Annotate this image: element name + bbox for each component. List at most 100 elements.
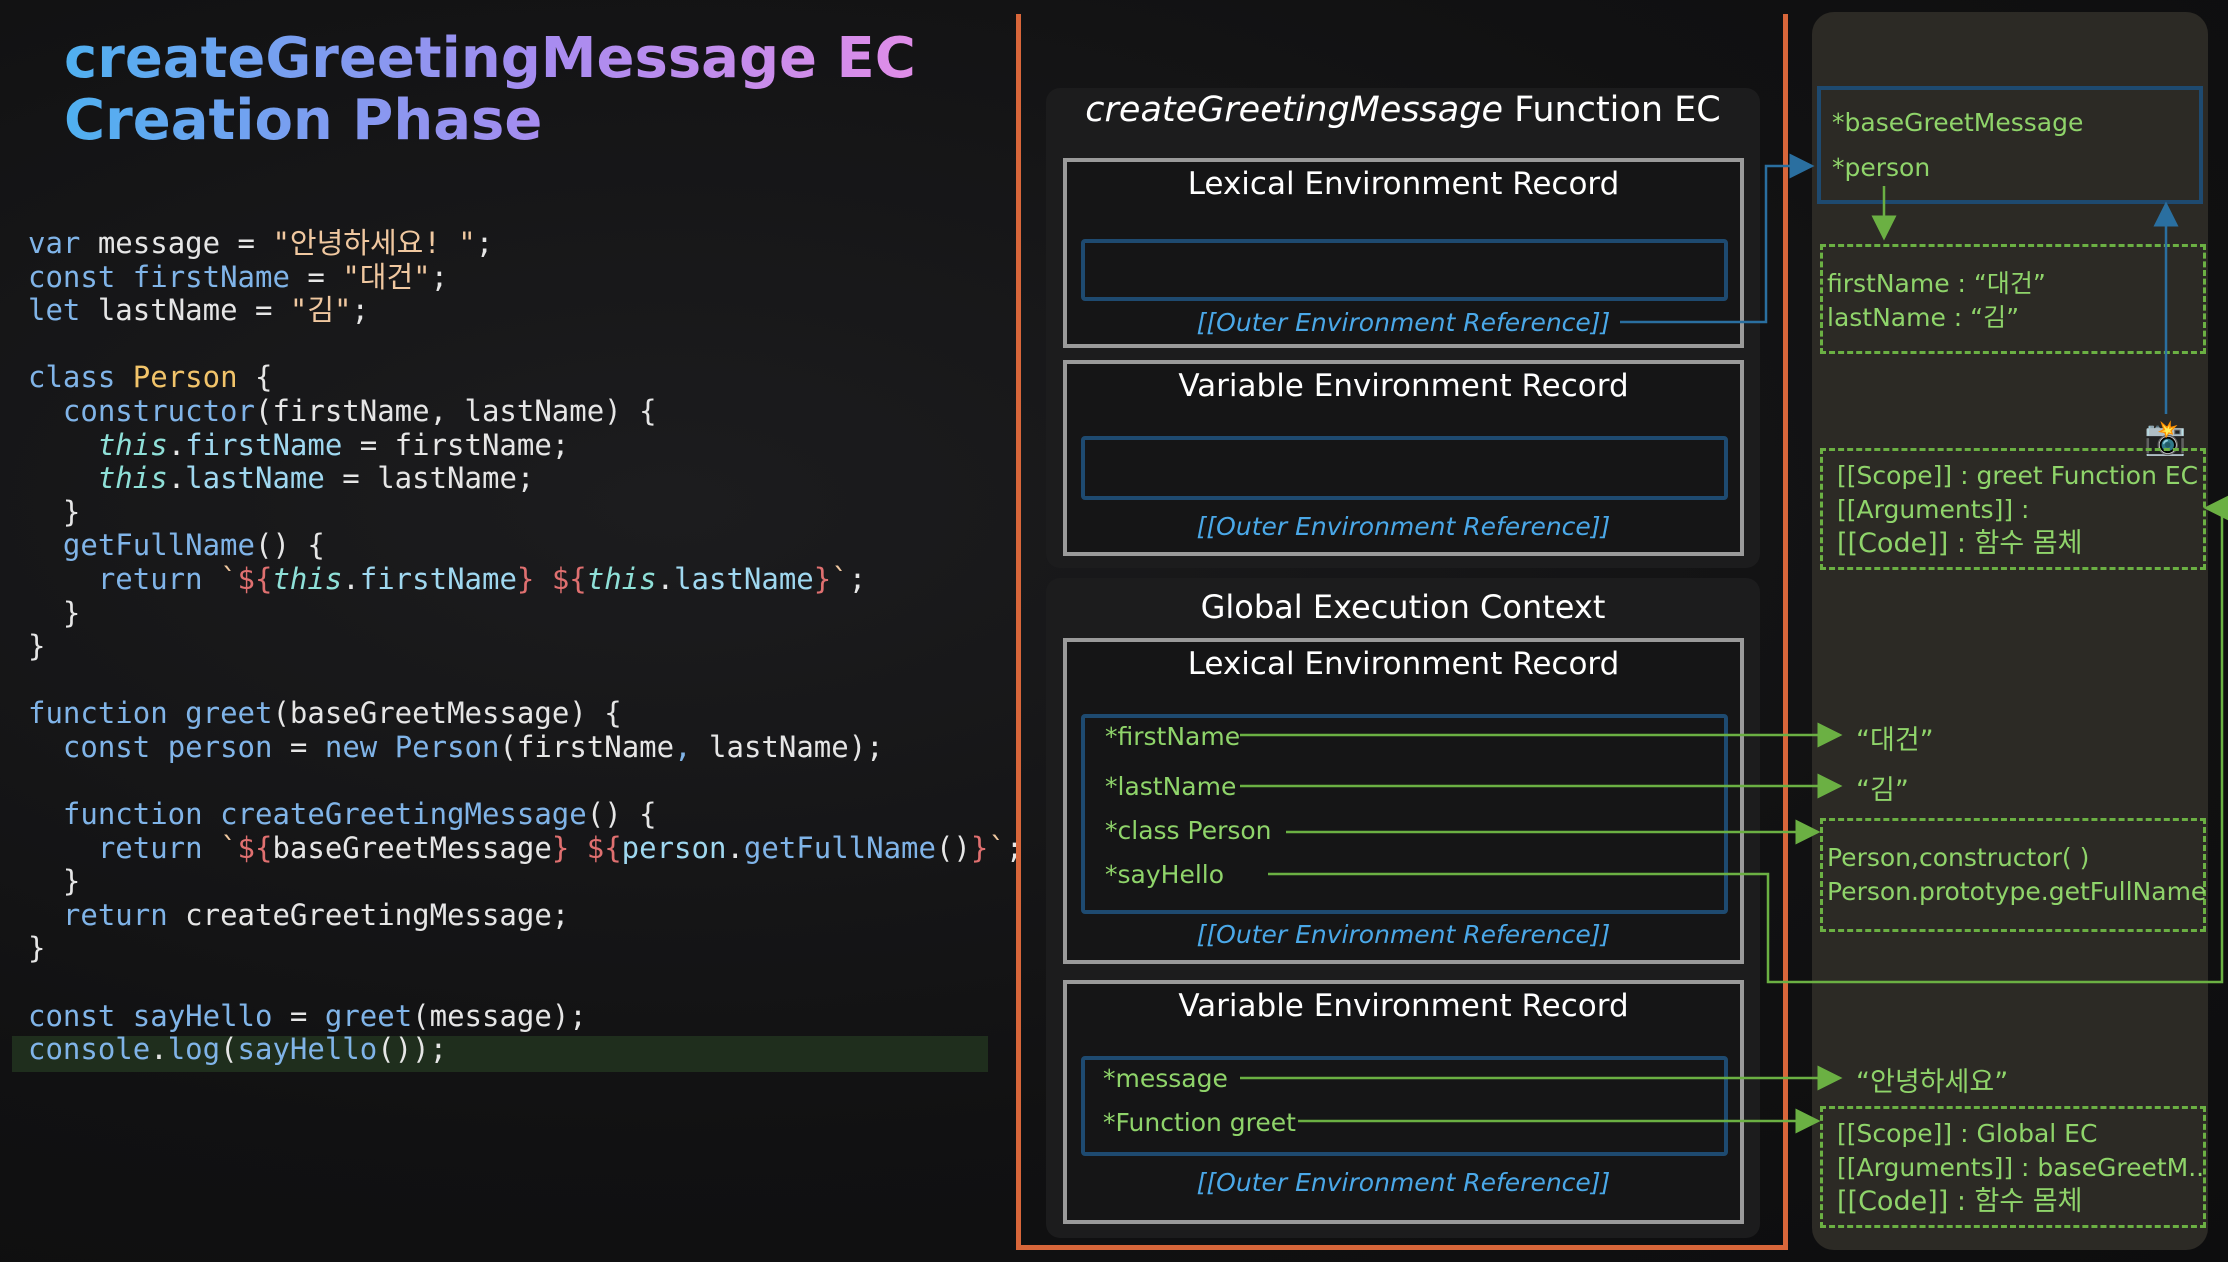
global-variable-title: Variable Environment Record	[1178, 988, 1629, 1024]
code-token: }	[551, 830, 570, 865]
code-token: const	[62, 729, 151, 764]
code-token: (	[220, 1032, 238, 1067]
code-token: (firstName	[499, 729, 675, 764]
code-line: const person = new Person(firstName, las…	[28, 729, 1023, 765]
code-token: createGreetingMessage;	[167, 897, 570, 932]
code-token: }	[28, 931, 46, 966]
code-line: }	[28, 495, 1023, 530]
camera-icon: 📸	[2144, 418, 2187, 458]
global-variable-inner	[1081, 1056, 1728, 1156]
var-lastName: *lastName	[1105, 772, 1237, 801]
code-token: .	[150, 1032, 168, 1067]
greet-environment-box: *baseGreetMessage *person	[1817, 86, 2203, 204]
function-ec-title-suffix: Function EC	[1503, 90, 1721, 130]
code-token: this	[586, 561, 657, 596]
function-variable-title: Variable Environment Record	[1178, 368, 1629, 404]
code-token: return	[62, 897, 168, 932]
global-variable-record: Variable Environment Record *message *Fu…	[1063, 980, 1744, 1224]
code-token: getFullName	[62, 528, 255, 563]
global-fn-code: [[Code]] : 함수 몸체	[1837, 1186, 2083, 1217]
code-line: const sayHello = greet(message);	[28, 998, 1023, 1034]
var-function-greet: *Function greet	[1103, 1108, 1296, 1137]
function-lexical-outer-ref: [[Outer Environment Reference]]	[1196, 308, 1611, 337]
code-token: (firstName, lastName) {	[254, 393, 657, 428]
function-lexical-inner	[1081, 239, 1728, 301]
code-token: lastName	[185, 461, 325, 496]
global-ec-title: Global Execution Context	[1200, 588, 1606, 626]
code-token: ;	[351, 293, 369, 328]
code-token: .	[167, 461, 186, 496]
code-token: constructor	[62, 393, 255, 428]
env-person: *person	[1832, 153, 1931, 182]
code-token: return	[97, 830, 203, 865]
code-token: }	[813, 561, 832, 596]
code-token: `	[202, 830, 238, 865]
code-token: }	[516, 561, 535, 596]
code-line: function createGreetingMessage() {	[28, 797, 1023, 832]
code-token: `	[988, 830, 1006, 865]
code-token: ,	[674, 729, 692, 764]
global-fn-arguments: [[Arguments]] : baseGreetM..	[1837, 1153, 2205, 1182]
code-line: class Person {	[28, 361, 1023, 395]
code-token: log	[167, 1032, 221, 1067]
code-token: this	[272, 561, 343, 596]
var-class-person: *class Person	[1105, 816, 1272, 845]
function-variable-inner	[1081, 436, 1728, 500]
execution-stack-frame	[1016, 14, 1788, 1250]
code-line: return createGreetingMessage;	[28, 897, 1023, 933]
code-token: person	[621, 830, 727, 865]
function-variable-outer-ref: [[Outer Environment Reference]]	[1196, 512, 1611, 541]
global-lexical-outer-ref: [[Outer Environment Reference]]	[1196, 920, 1611, 949]
code-token: function	[62, 797, 203, 832]
arrow-sayHello	[1268, 495, 2228, 984]
person-lastName: lastName : “김”	[1827, 303, 2020, 332]
code-token: }	[28, 629, 46, 664]
code-token: "김"	[289, 293, 352, 328]
code-listing: var message = "안녕하세요! ";const firstName …	[28, 226, 1023, 1067]
code-token: createGreetingMessage	[220, 797, 587, 832]
code-token: (baseGreetMessage) {	[272, 696, 622, 731]
code-token: .	[726, 830, 744, 865]
code-token: = lastName;	[324, 461, 535, 496]
code-token: Person	[132, 360, 238, 395]
code-token: {	[237, 360, 273, 395]
global-variable-outer-ref: [[Outer Environment Reference]]	[1196, 1168, 1611, 1197]
function-ec-title-name: createGreetingMessage	[1085, 90, 1503, 130]
class-person-object-box: Person,constructor( ) Person.prototype.g…	[1820, 818, 2206, 932]
code-line: this.firstName = firstName;	[28, 427, 1023, 463]
function-lexical-record: Lexical Environment Record [[Outer Envir…	[1063, 158, 1744, 348]
code-token: sayHello	[237, 1032, 378, 1067]
greet-function-object-box: [[Scope]] : greet Function EC [[Argument…	[1820, 448, 2206, 570]
code-token: ;	[848, 561, 867, 596]
code-token: message =	[80, 226, 273, 260]
code-token: `	[202, 561, 238, 596]
code-token: this	[97, 461, 168, 496]
code-token: class	[28, 360, 116, 395]
code-token: function	[28, 696, 168, 731]
code-token: () {	[254, 528, 325, 563]
code-token: .	[167, 427, 186, 462]
code-token: lastName =	[80, 293, 290, 328]
code-token: ());	[377, 1032, 448, 1067]
code-line: var message = "안녕하세요! ";	[28, 226, 1023, 261]
code-token: lastName	[674, 561, 814, 596]
code-token: () {	[586, 797, 657, 832]
greet-fn-scope: [[Scope]] : greet Function EC	[1837, 461, 2199, 490]
code-token: }	[28, 864, 81, 899]
code-token: =	[272, 998, 325, 1033]
arrow-outer-ref	[1620, 153, 1815, 324]
code-line: function greet(baseGreetMessage) {	[28, 697, 1023, 731]
code-token: person	[167, 729, 273, 764]
code-token: "대건"	[342, 259, 431, 294]
code-token: ;	[430, 259, 449, 294]
code-line: }	[28, 932, 1023, 966]
code-token: ${	[237, 561, 273, 596]
global-lexical-inner	[1081, 714, 1728, 914]
code-token: (message);	[412, 998, 587, 1033]
value-message: “안녕하세요”	[1856, 1067, 2009, 1098]
person-object-box: firstName : “대건” lastName : “김”	[1820, 244, 2206, 354]
greet-fn-arguments: [[Arguments]] :	[1837, 495, 2030, 524]
code-token: `	[831, 561, 849, 596]
function-ec-title: createGreetingMessage Function EC	[1046, 90, 1760, 130]
